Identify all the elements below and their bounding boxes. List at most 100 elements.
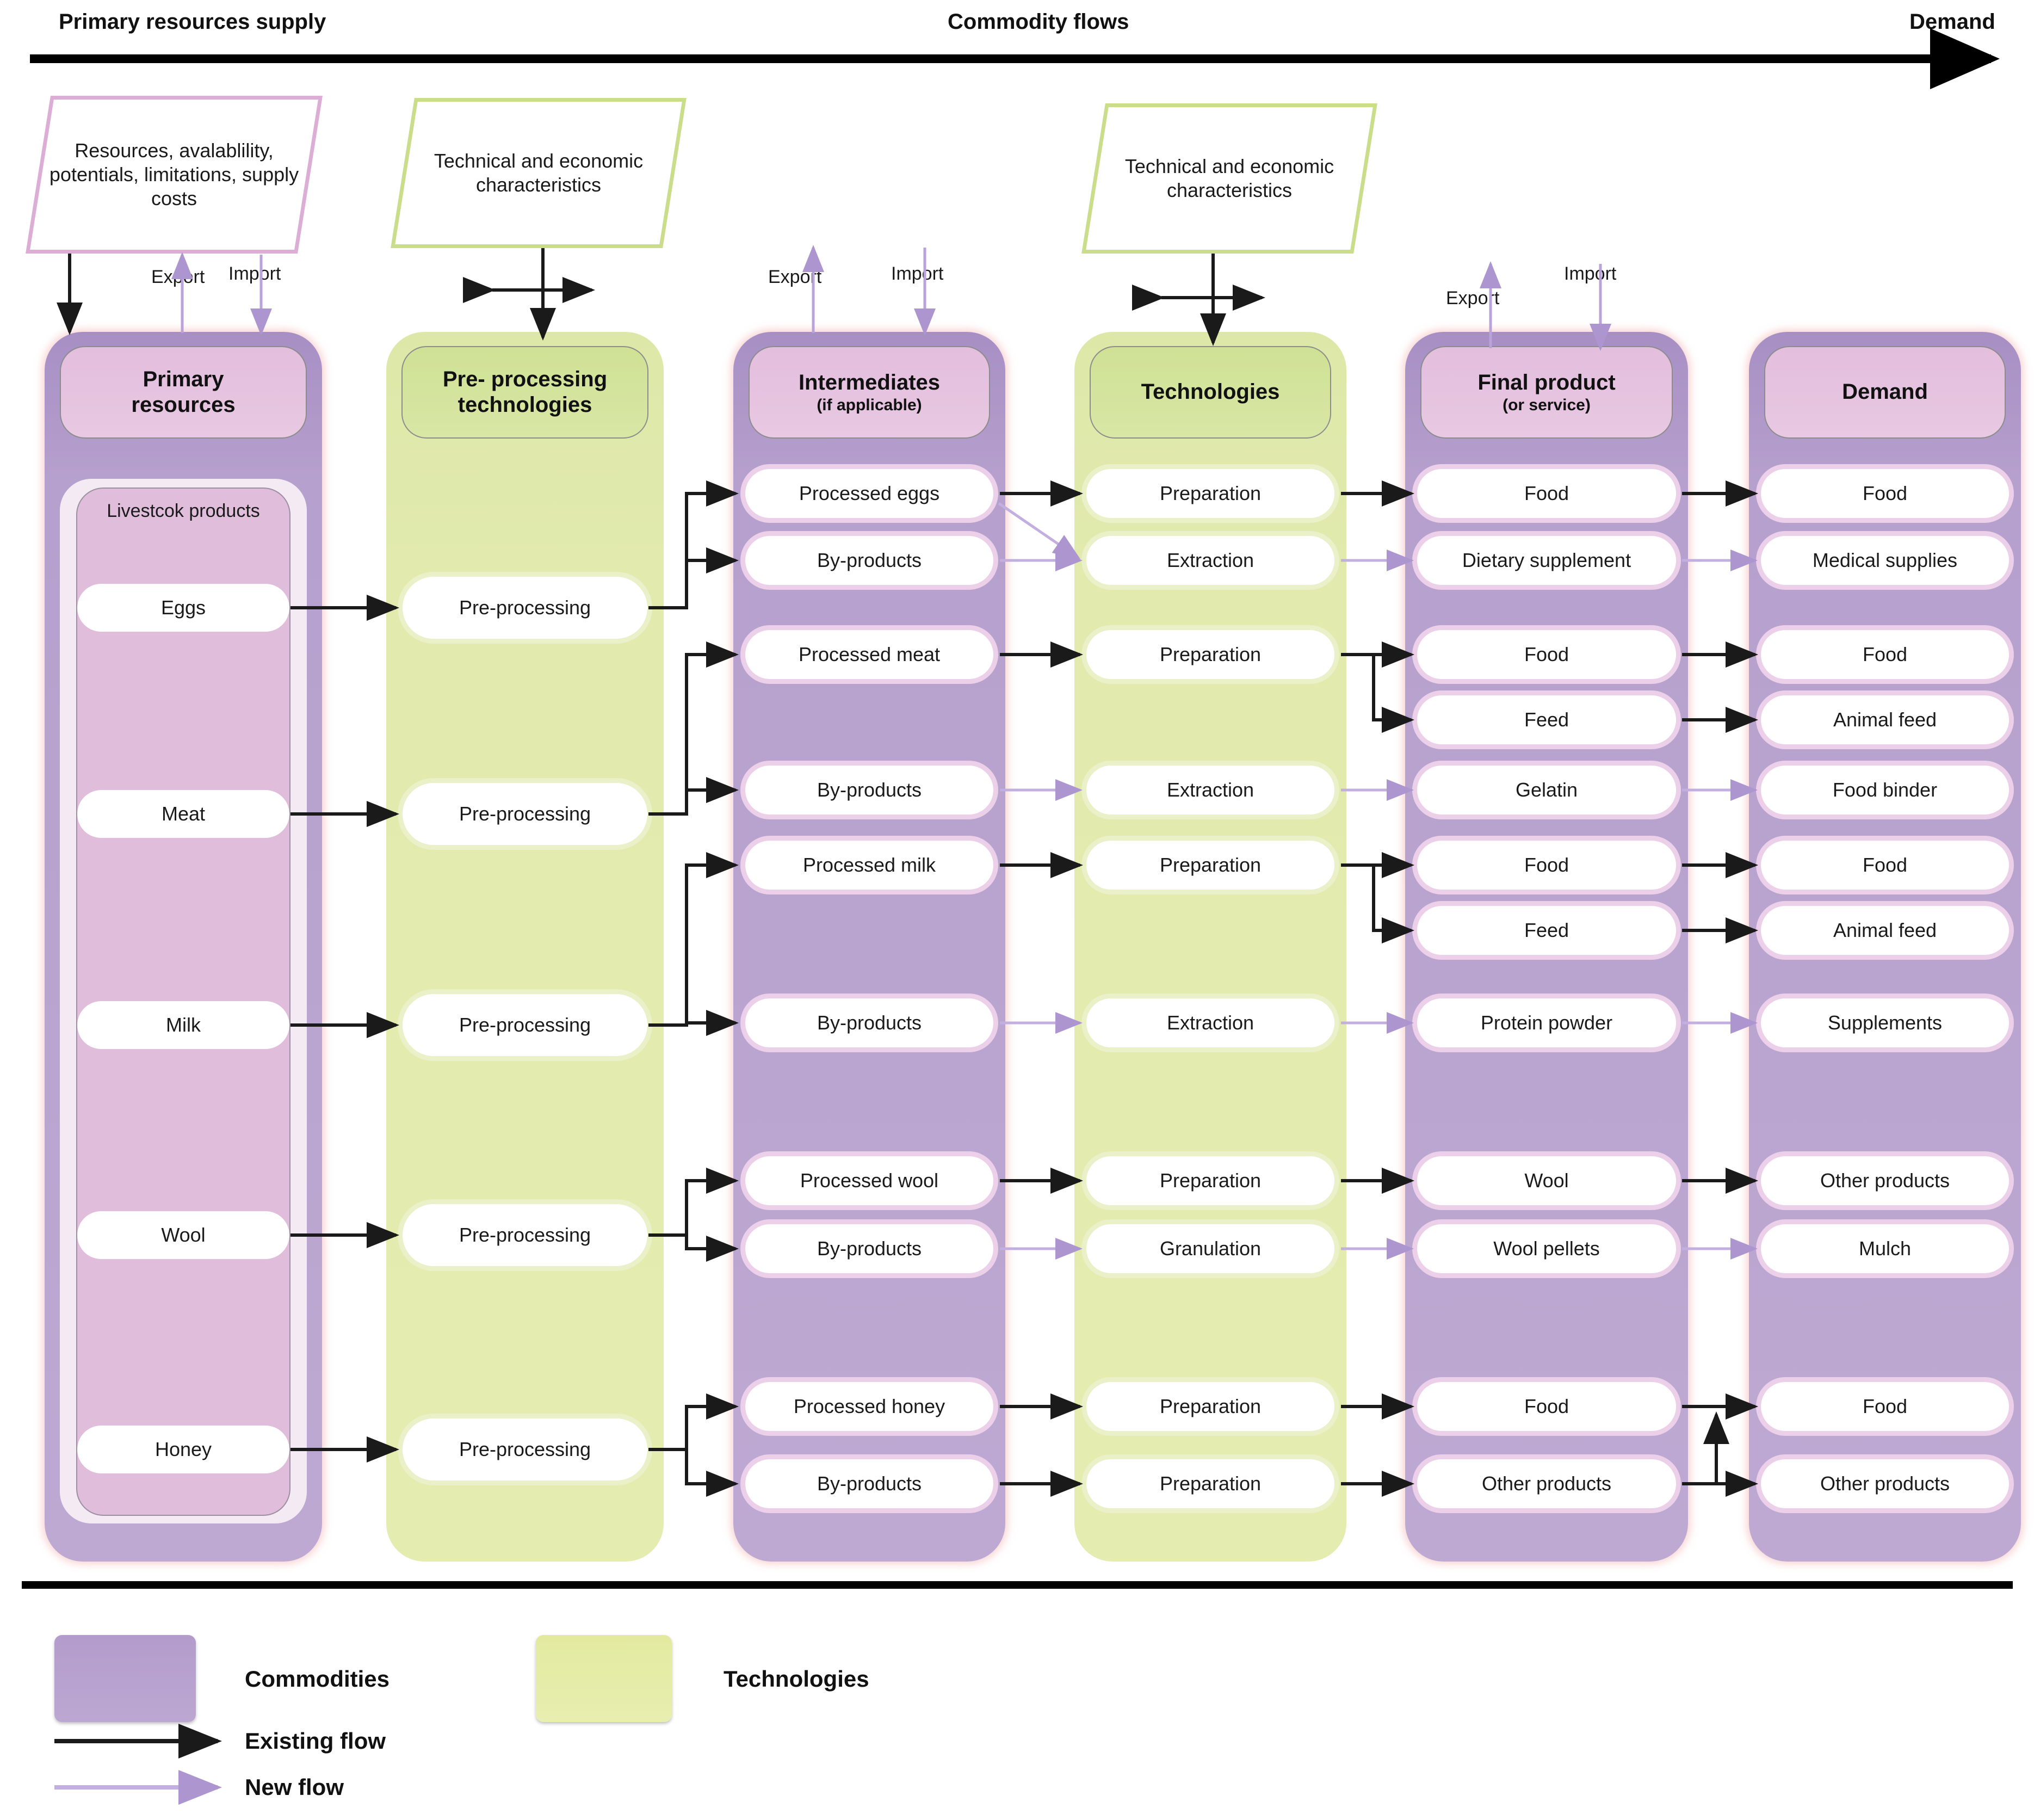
technology-milk-extraction[interactable]: Extraction	[1086, 998, 1334, 1047]
final-product-food-milk[interactable]: Food	[1417, 841, 1676, 890]
export-label-intermediates: Export	[768, 267, 822, 287]
primary-resource-milk[interactable]: Milk	[77, 1001, 289, 1049]
final-product-wool-pellets[interactable]: Wool pellets	[1417, 1224, 1676, 1273]
legend-swatch-technologies	[536, 1635, 672, 1722]
intermediate-processed-honey[interactable]: Processed honey	[745, 1382, 993, 1431]
demand-animal-feed-milk[interactable]: Animal feed	[1761, 906, 2009, 955]
export-label-primary: Export	[151, 267, 205, 287]
final-product-feed-milk[interactable]: Feed	[1417, 906, 1676, 955]
pill-label: Preparation	[1159, 643, 1262, 665]
pill-label: By-products	[817, 1472, 922, 1495]
import-label-intermediates: Import	[891, 263, 944, 284]
primary-resource-eggs[interactable]: Eggs	[77, 584, 289, 632]
pill-label: Food	[1524, 1395, 1569, 1417]
final-product-dietary-supplement[interactable]: Dietary supplement	[1417, 536, 1676, 585]
intermediate-eggs-by-products[interactable]: By-products	[745, 536, 993, 585]
final-product-gelatin[interactable]: Gelatin	[1417, 766, 1676, 815]
pre-processing-milk[interactable]: Pre-processing	[403, 994, 647, 1056]
pill-label: Supplements	[1827, 1011, 1943, 1034]
final-product-food-meat[interactable]: Food	[1417, 630, 1676, 679]
demand-other-products-wool[interactable]: Other products	[1761, 1156, 2009, 1205]
technology-meat-extraction[interactable]: Extraction	[1086, 766, 1334, 815]
demand-animal-feed-meat[interactable]: Animal feed	[1761, 695, 2009, 744]
column-title-pre-processing: Pre- processing	[442, 367, 608, 391]
demand-mulch[interactable]: Mulch	[1761, 1224, 2009, 1273]
intermediate-honey-by-products[interactable]: By-products	[745, 1459, 993, 1508]
technology-eggs-preparation[interactable]: Preparation	[1086, 469, 1334, 518]
column-title2-final-product: (or service)	[1503, 396, 1591, 414]
legend-swatch-commodities	[54, 1635, 196, 1722]
column-title-intermediates: Intermediates	[798, 370, 941, 394]
column-header-intermediates: Intermediates (if applicable)	[749, 346, 990, 439]
intermediate-processed-meat[interactable]: Processed meat	[745, 630, 993, 679]
pill-label: Extraction	[1166, 549, 1254, 571]
intermediate-wool-by-products[interactable]: By-products	[745, 1224, 993, 1273]
pill-label: Food	[1862, 482, 1908, 504]
demand-food-milk[interactable]: Food	[1761, 841, 2009, 890]
intermediate-meat-by-products[interactable]: By-products	[745, 766, 993, 815]
technology-meat-preparation[interactable]: Preparation	[1086, 630, 1334, 679]
final-product-food-eggs[interactable]: Food	[1417, 469, 1676, 518]
legend-label-commodities: Commodities	[245, 1666, 390, 1692]
technology-milk-preparation[interactable]: Preparation	[1086, 841, 1334, 890]
pre-processing-honey[interactable]: Pre-processing	[403, 1418, 647, 1480]
note-technical-economic-2-text: Technical and economic characteristics	[1124, 155, 1334, 201]
pill-label: Mulch	[1858, 1237, 1912, 1260]
technology-eggs-extraction[interactable]: Extraction	[1086, 536, 1334, 585]
intermediate-milk-by-products[interactable]: By-products	[745, 998, 993, 1047]
final-product-wool[interactable]: Wool	[1417, 1156, 1676, 1205]
pill-label: Protein powder	[1480, 1011, 1613, 1034]
pill-label: Feed	[1524, 919, 1569, 941]
pill-label: Gelatin	[1515, 779, 1578, 801]
pre-processing-meat[interactable]: Pre-processing	[403, 783, 647, 845]
intermediate-processed-milk[interactable]: Processed milk	[745, 841, 993, 890]
pre-processing-wool[interactable]: Pre-processing	[403, 1204, 647, 1266]
flow-preproc-eggs-to-eggs-byproducts	[685, 547, 739, 608]
pill-label: Wool pellets	[1493, 1237, 1600, 1260]
export-label-final-product: Export	[1446, 288, 1500, 309]
technology-wool-preparation[interactable]: Preparation	[1086, 1156, 1334, 1205]
note-resources-text: Resources, avalablility, potentials, lim…	[49, 139, 299, 209]
livestock-products-label: Livestcok products	[107, 501, 260, 521]
final-product-protein-powder[interactable]: Protein powder	[1417, 998, 1676, 1047]
demand-other-products-honey[interactable]: Other products	[1761, 1459, 2009, 1508]
technology-honey-preparation[interactable]: Preparation	[1086, 1382, 1334, 1431]
intermediate-processed-wool[interactable]: Processed wool	[745, 1156, 993, 1205]
demand-food-meat[interactable]: Food	[1761, 630, 2009, 679]
demand-food-binder[interactable]: Food binder	[1761, 766, 2009, 815]
note-technical-economic-1-text: Technical and economic characteristics	[434, 150, 644, 196]
demand-food-eggs[interactable]: Food	[1761, 469, 2009, 518]
demand-food-honey[interactable]: Food	[1761, 1382, 2009, 1431]
pill-label: Food	[1862, 1395, 1908, 1417]
pill-label: Processed eggs	[799, 482, 940, 504]
pill-label: Preparation	[1159, 482, 1262, 504]
banner-label-commodity-flows: Commodity flows	[948, 10, 1129, 34]
pill-label: By-products	[817, 1011, 922, 1034]
pill-label: Preparation	[1159, 1395, 1262, 1417]
pill-label: Pre-processing	[459, 803, 591, 825]
pill-label: Other products	[1481, 1472, 1612, 1495]
pill-label: Other products	[1820, 1472, 1950, 1495]
legend-label-new-flow: New flow	[245, 1774, 344, 1800]
final-product-feed-meat[interactable]: Feed	[1417, 695, 1676, 744]
column-header-technologies: Technologies	[1090, 346, 1331, 439]
final-product-food-honey[interactable]: Food	[1417, 1382, 1676, 1431]
intermediate-processed-eggs[interactable]: Processed eggs	[745, 469, 993, 518]
demand-supplements[interactable]: Supplements	[1761, 998, 2009, 1047]
primary-resource-wool[interactable]: Wool	[77, 1211, 289, 1259]
pill-label: By-products	[817, 1237, 922, 1260]
technology-wool-granulation[interactable]: Granulation	[1086, 1224, 1334, 1273]
pre-processing-eggs[interactable]: Pre-processing	[403, 577, 647, 639]
primary-resource-meat[interactable]: Meat	[77, 790, 289, 838]
column-header-pre-processing-technologies: Pre- processing technologies	[401, 346, 648, 439]
pill-label: Eggs	[160, 596, 206, 619]
note-technical-economic-1: Technical and economic characteristics	[391, 98, 687, 248]
primary-resource-honey[interactable]: Honey	[77, 1426, 289, 1473]
column-title-technologies: Technologies	[1141, 380, 1280, 404]
pill-label: Preparation	[1159, 1169, 1262, 1192]
column-header-final-product: Final product (or service)	[1420, 346, 1673, 439]
technology-honey-by-products-preparation[interactable]: Preparation	[1086, 1459, 1334, 1508]
final-product-other-products[interactable]: Other products	[1417, 1459, 1676, 1508]
column-header-demand: Demand	[1764, 346, 2006, 439]
demand-medical-supplies[interactable]: Medical supplies	[1761, 536, 2009, 585]
